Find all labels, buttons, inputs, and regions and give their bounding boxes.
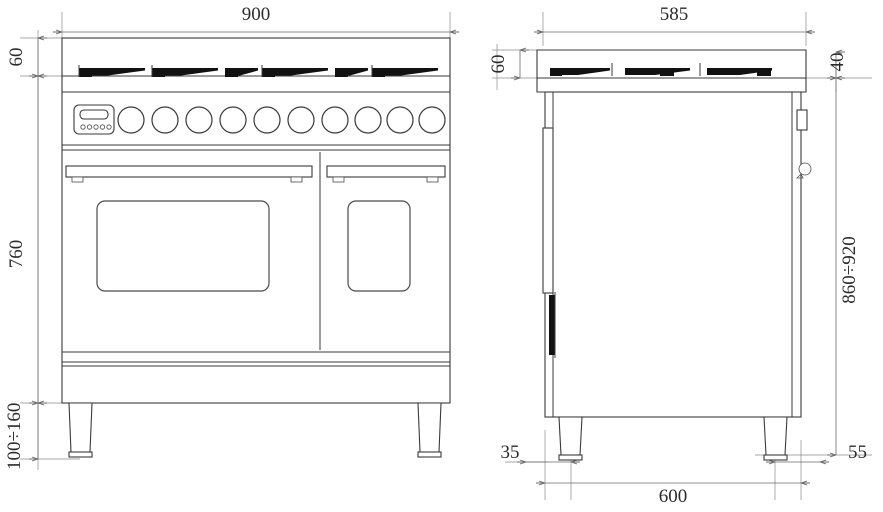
control-knob-9[interactable] — [386, 106, 414, 134]
side-door-handle — [549, 295, 555, 355]
side-burner-3 — [707, 68, 772, 76]
dimension-front-leg-height-label: 100÷160 — [4, 403, 25, 470]
digital-timer[interactable] — [73, 104, 115, 135]
side-oven-door-profile[interactable] — [542, 92, 556, 417]
dimension-side-depth: 585 — [534, 4, 815, 35]
dimension-front-width-label: 900 — [242, 4, 271, 25]
control-knob-10[interactable] — [418, 106, 446, 134]
timer-button-4[interactable] — [99, 124, 106, 130]
dimension-side-depth-label: 585 — [660, 4, 689, 25]
front-secondary-oven-door[interactable] — [326, 165, 446, 292]
control-knob-7[interactable] — [321, 106, 349, 134]
dimension-side-front-inset: 35 — [501, 442, 580, 465]
dimension-front-cooktop-height: 60 — [6, 35, 47, 79]
front-leg-right — [417, 402, 442, 458]
digital-timer-display — [79, 109, 109, 120]
dimension-front-body-height-label: 760 — [6, 240, 27, 269]
front-plinth — [62, 351, 450, 367]
burner-2 — [151, 65, 218, 77]
dimension-side-cooktop-height-label: 60 — [488, 55, 509, 74]
dimension-side-rear-inset: 55 — [766, 442, 867, 465]
side-burner-1 — [550, 63, 613, 76]
dimension-front-body-height: 760 — [6, 73, 47, 406]
side-burner-2 — [625, 63, 701, 76]
burner-1 — [78, 65, 145, 77]
dimension-side-rear-overhang: 40 — [827, 49, 848, 81]
dimension-front-leg-height: 100÷160 — [4, 400, 47, 470]
dimension-side-rear-overhang-label: 40 — [827, 53, 848, 72]
dimension-front-width: 900 — [53, 4, 459, 35]
gas-connection-icon — [796, 162, 812, 179]
timer-button-3[interactable] — [93, 124, 99, 130]
wall-bracket-icon — [796, 109, 808, 131]
side-burner-group — [550, 63, 772, 76]
dimension-front-cooktop-height-label: 60 — [6, 48, 27, 67]
control-knob-5[interactable] — [253, 106, 281, 134]
side-cabinet-body — [544, 91, 802, 418]
control-knob-8[interactable] — [354, 106, 382, 134]
burner-3 — [261, 65, 328, 77]
timer-button-1[interactable] — [80, 124, 86, 130]
burner-5 — [371, 65, 438, 77]
front-knob-group — [117, 106, 446, 134]
main-oven-handle[interactable] — [65, 165, 313, 183]
secondary-oven-handle[interactable] — [326, 165, 446, 183]
control-knob-4[interactable] — [219, 106, 247, 134]
front-leg-left — [68, 402, 93, 458]
side-leg-front — [558, 416, 583, 461]
dimension-side-total-height: 860÷920 — [827, 75, 860, 458]
dimension-side-leg-span: 600 — [536, 480, 810, 507]
burner-4 — [225, 68, 258, 77]
timer-button-5[interactable] — [106, 124, 112, 130]
side-door-panel — [542, 127, 554, 294]
control-knob-3[interactable] — [185, 106, 213, 134]
dimension-side-rear-inset-label: 55 — [848, 442, 867, 463]
front-burner-group — [78, 65, 438, 77]
front-main-oven-door[interactable] — [65, 165, 313, 292]
timer-button-2[interactable] — [86, 124, 93, 130]
secondary-oven-window — [347, 200, 411, 292]
dimension-side-cooktop-height: 60 — [488, 47, 529, 81]
front-control-panel — [62, 144, 450, 151]
dimension-side-total-height-label: 860÷920 — [839, 236, 860, 303]
side-view: 585 60 40 860÷920 35 — [488, 4, 872, 507]
control-knob-6[interactable] — [287, 106, 315, 134]
front-view: 900 60 760 100÷160 — [4, 4, 459, 470]
dimension-side-leg-span-label: 600 — [659, 486, 688, 507]
burner-6 — [335, 68, 368, 77]
side-leg-rear — [763, 416, 788, 461]
control-knob-1[interactable] — [117, 106, 145, 134]
main-oven-window — [96, 200, 270, 292]
dimension-side-front-inset-label: 35 — [501, 442, 520, 463]
control-knob-2[interactable] — [151, 106, 179, 134]
